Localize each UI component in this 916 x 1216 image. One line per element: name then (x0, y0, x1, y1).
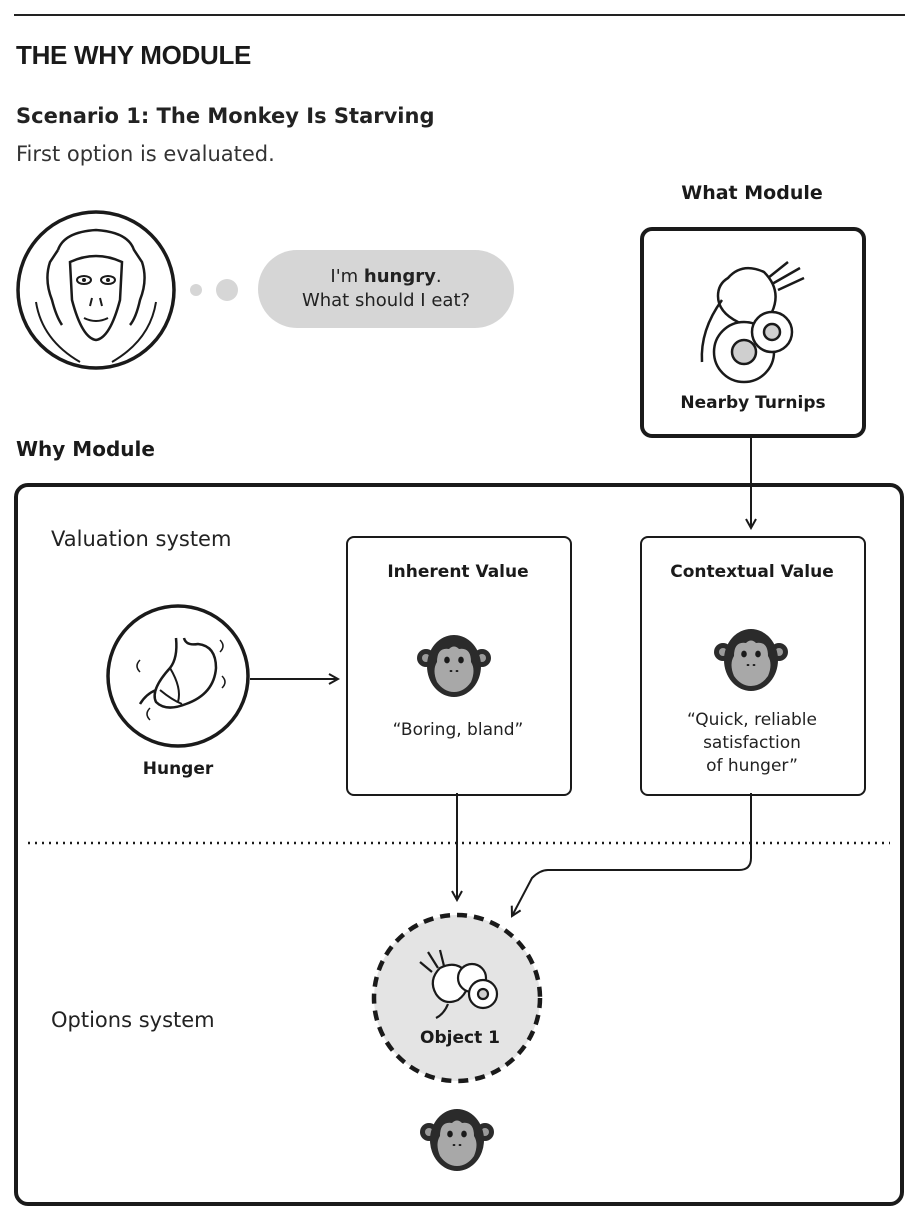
scenario-subtitle: First option is evaluated. (16, 142, 275, 166)
scenario-title: Scenario 1: The Monkey Is Starving (16, 104, 435, 128)
inherent-value-title: Inherent Value (387, 562, 529, 582)
contextual-monkey-emoji-icon (714, 629, 788, 691)
why-module-label: Why Module (16, 437, 155, 461)
speech-line-2: What should I eat? (301, 290, 471, 311)
thought-dot-large (216, 279, 238, 301)
object-turnip-icon (419, 949, 499, 1019)
top-rule (14, 14, 905, 16)
options-system-label: Options system (51, 1008, 215, 1032)
page-title: THE WHY MODULE (16, 40, 252, 70)
contextual-to-object-arrow (512, 793, 752, 916)
inherent-value-quote: “Boring, bland” (392, 720, 524, 740)
options-monkey-emoji-icon (420, 1109, 494, 1171)
monkey-face-icon (16, 210, 176, 370)
turnip-icon (700, 261, 805, 384)
speech-line-1: I'm hungry. (330, 266, 442, 287)
inherent-monkey-emoji-icon (417, 635, 491, 697)
thought-dot-small (190, 284, 202, 296)
what-module-caption: Nearby Turnips (680, 393, 826, 413)
why-module-box (14, 483, 904, 1206)
hunger-label: Hunger (142, 759, 214, 779)
what-module-label: What Module (681, 182, 823, 204)
speech-emphasis: hungry (363, 266, 436, 287)
valuation-system-label: Valuation system (51, 527, 232, 551)
contextual-value-title: Contextual Value (670, 562, 834, 582)
contextual-value-quote: “Quick, reliable satisfaction of hunger” (687, 710, 817, 776)
speech-bubble: I'm hungry. What should I eat? (258, 250, 514, 328)
object-1-label: Object 1 (420, 1028, 500, 1048)
stomach-icon (106, 604, 250, 748)
